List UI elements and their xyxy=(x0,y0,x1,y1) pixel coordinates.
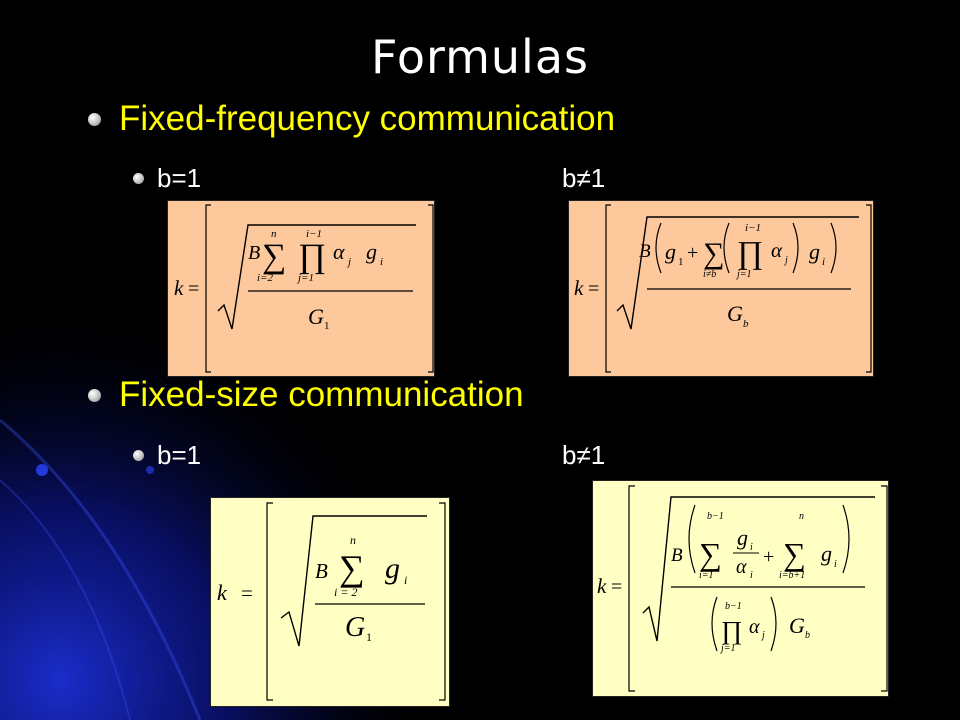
svg-text:b−1: b−1 xyxy=(707,511,724,522)
svg-text:i: i xyxy=(750,570,753,581)
svg-text:+: + xyxy=(687,242,698,264)
svg-text:B: B xyxy=(248,242,260,264)
svg-text:n: n xyxy=(271,228,277,240)
svg-text:α: α xyxy=(333,239,345,264)
svg-text:G: G xyxy=(789,613,805,638)
svg-text:i≠b: i≠b xyxy=(703,269,716,280)
svg-text:j: j xyxy=(346,256,351,268)
svg-text:j=1: j=1 xyxy=(719,643,736,654)
svg-text:i=1: i=1 xyxy=(699,570,714,581)
bullet-icon xyxy=(133,173,144,184)
section-heading-fixed-size: Fixed-size communication xyxy=(88,375,524,415)
svg-text:j: j xyxy=(760,630,765,641)
svg-text:∏: ∏ xyxy=(298,238,326,275)
svg-text:G: G xyxy=(308,304,324,329)
svg-text:i: i xyxy=(750,542,753,553)
svg-text:G: G xyxy=(345,612,365,643)
svg-text:G: G xyxy=(727,301,743,326)
bullet-icon xyxy=(88,112,101,126)
svg-text:b−1: b−1 xyxy=(725,601,742,612)
svg-text:∑: ∑ xyxy=(339,548,365,588)
bullet-icon xyxy=(88,388,101,402)
svg-text:=: = xyxy=(588,278,599,300)
section-heading-text: Fixed-frequency communication xyxy=(119,99,616,138)
svg-text:B: B xyxy=(671,545,683,566)
svg-text:+: + xyxy=(763,546,774,568)
svg-text:=: = xyxy=(611,576,622,598)
svg-text:b: b xyxy=(743,318,749,330)
svg-text:∑: ∑ xyxy=(783,536,806,572)
svg-text:g: g xyxy=(821,541,832,566)
svg-text:g: g xyxy=(665,239,676,264)
svg-text:1: 1 xyxy=(678,256,684,268)
svg-text:j: j xyxy=(783,255,788,266)
svg-text:j=1: j=1 xyxy=(735,269,752,280)
slide-title: Formulas xyxy=(371,30,589,84)
svg-text:α: α xyxy=(749,616,760,638)
svg-text:i: i xyxy=(404,573,407,587)
svg-text:n: n xyxy=(350,533,356,547)
svg-text:∑: ∑ xyxy=(262,238,286,275)
bullet-icon xyxy=(133,450,144,461)
svg-text:i: i xyxy=(834,559,837,570)
svg-text:k: k xyxy=(217,580,228,605)
formula-box-frequency-bn1: k = B g 1 + ∑ i≠b i−1 ∏ j=1 α j g i G b xyxy=(568,200,874,377)
section-heading-fixed-frequency: Fixed-frequency communication xyxy=(88,99,615,139)
svg-text:i = 2: i = 2 xyxy=(334,585,357,599)
svg-text:i=b+1: i=b+1 xyxy=(779,570,805,581)
svg-text:k: k xyxy=(597,574,607,598)
case-label-text: b=1 xyxy=(157,163,202,193)
case-label-left: b=1 xyxy=(133,440,201,471)
svg-text:1: 1 xyxy=(366,630,372,644)
svg-text:i−1: i−1 xyxy=(745,222,761,234)
svg-text:k: k xyxy=(574,276,584,300)
svg-text:b: b xyxy=(805,630,810,641)
svg-text:i: i xyxy=(822,256,825,268)
svg-text:1: 1 xyxy=(324,320,330,332)
svg-text:g: g xyxy=(385,552,400,585)
svg-text:∏: ∏ xyxy=(721,616,742,645)
svg-text:g: g xyxy=(737,525,748,550)
svg-text:i: i xyxy=(380,256,383,268)
svg-text:B: B xyxy=(315,559,328,583)
case-label-left: b=1 xyxy=(133,163,201,194)
svg-text:g: g xyxy=(366,239,377,264)
svg-text:g: g xyxy=(809,239,820,264)
svg-text:=: = xyxy=(188,278,199,300)
svg-text:α: α xyxy=(771,238,783,262)
svg-text:k: k xyxy=(174,276,184,300)
formula-box-size-b1: k = B n ∑ i = 2 g i G 1 xyxy=(210,497,450,707)
svg-text:α: α xyxy=(736,556,747,578)
svg-text:∑: ∑ xyxy=(699,536,722,572)
case-label-right: b≠1 xyxy=(562,163,606,193)
case-label-text: b=1 xyxy=(157,440,202,470)
svg-text:i−1: i−1 xyxy=(306,228,322,240)
section-heading-text: Fixed-size communication xyxy=(119,375,524,414)
svg-text:i=2: i=2 xyxy=(257,272,273,284)
svg-text:∏: ∏ xyxy=(737,234,763,270)
svg-text:B: B xyxy=(639,241,651,262)
formula-box-frequency-b1: k = B n ∑ i=2 i−1 ∏ j=1 α j g i G 1 xyxy=(167,200,435,377)
svg-text:n: n xyxy=(799,511,804,522)
svg-text:∑: ∑ xyxy=(703,237,724,270)
svg-text:=: = xyxy=(241,581,253,605)
svg-text:j=1: j=1 xyxy=(296,272,314,284)
case-label-right: b≠1 xyxy=(562,440,606,470)
formula-box-size-bn1: k = B b−1 ∑ i=1 g i α i + n ∑ i=b+1 g i … xyxy=(592,480,889,697)
